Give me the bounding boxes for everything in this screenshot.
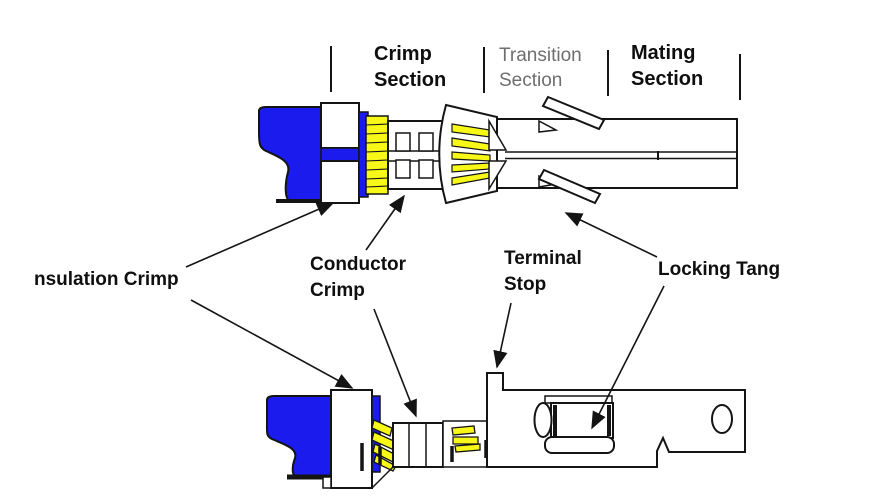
section-divider-ticks — [330, 46, 741, 100]
insulation-crimp-foot — [322, 476, 332, 489]
arrow-locking-tang-bottom — [591, 285, 665, 430]
wire-strands-right-top — [451, 123, 491, 186]
locking-tang-top-flap — [538, 95, 606, 133]
crimp-seam-ticks — [360, 440, 488, 471]
terminal-stop-and-blade — [486, 372, 746, 468]
arrow-insulation-crimp-bottom — [190, 299, 354, 389]
wire-insulation-top — [258, 106, 324, 202]
mounting-hole — [711, 404, 733, 434]
locking-tang-bottom-terminal — [533, 395, 615, 454]
mating-slot — [488, 118, 737, 192]
insulation-crimp-band-top2 — [320, 160, 360, 204]
mating-section-body — [492, 118, 738, 189]
label-locking-tang: Locking Tang — [658, 259, 781, 280]
label-terminal-stop: Terminal Stop — [504, 248, 582, 296]
arrow-insulation-crimp-top — [185, 202, 335, 268]
annotation-arrows — [185, 194, 665, 430]
label-transition-section: Transition Section — [499, 45, 582, 92]
wire-insulation-bottom — [265, 395, 333, 478]
wire-strands-left-top — [365, 115, 389, 195]
top-terminal-drawing — [258, 95, 738, 205]
conductor-crimp-bottom — [392, 422, 444, 468]
arrow-locking-tang-top — [564, 212, 658, 258]
arrow-conductor-crimp-top — [365, 194, 405, 251]
insulation-crimp-band-bottom — [330, 389, 373, 489]
insulation-crimp-band-top — [320, 102, 360, 149]
label-insulation-crimp: nsulation Crimp — [34, 269, 179, 290]
bottom-terminal-drawing — [265, 372, 746, 489]
wire-strands-right-bottom — [451, 425, 481, 453]
arrow-conductor-crimp-bottom — [373, 308, 417, 418]
insulation-crimp-band-gap — [320, 147, 360, 162]
arrow-terminal-stop — [493, 302, 512, 369]
label-crimp-section: Crimp Section — [374, 43, 447, 92]
label-mating-section: Mating Section — [631, 42, 704, 91]
locking-tang-bottom-flap — [537, 168, 602, 205]
label-conductor-crimp: Conductor Crimp — [310, 254, 407, 302]
